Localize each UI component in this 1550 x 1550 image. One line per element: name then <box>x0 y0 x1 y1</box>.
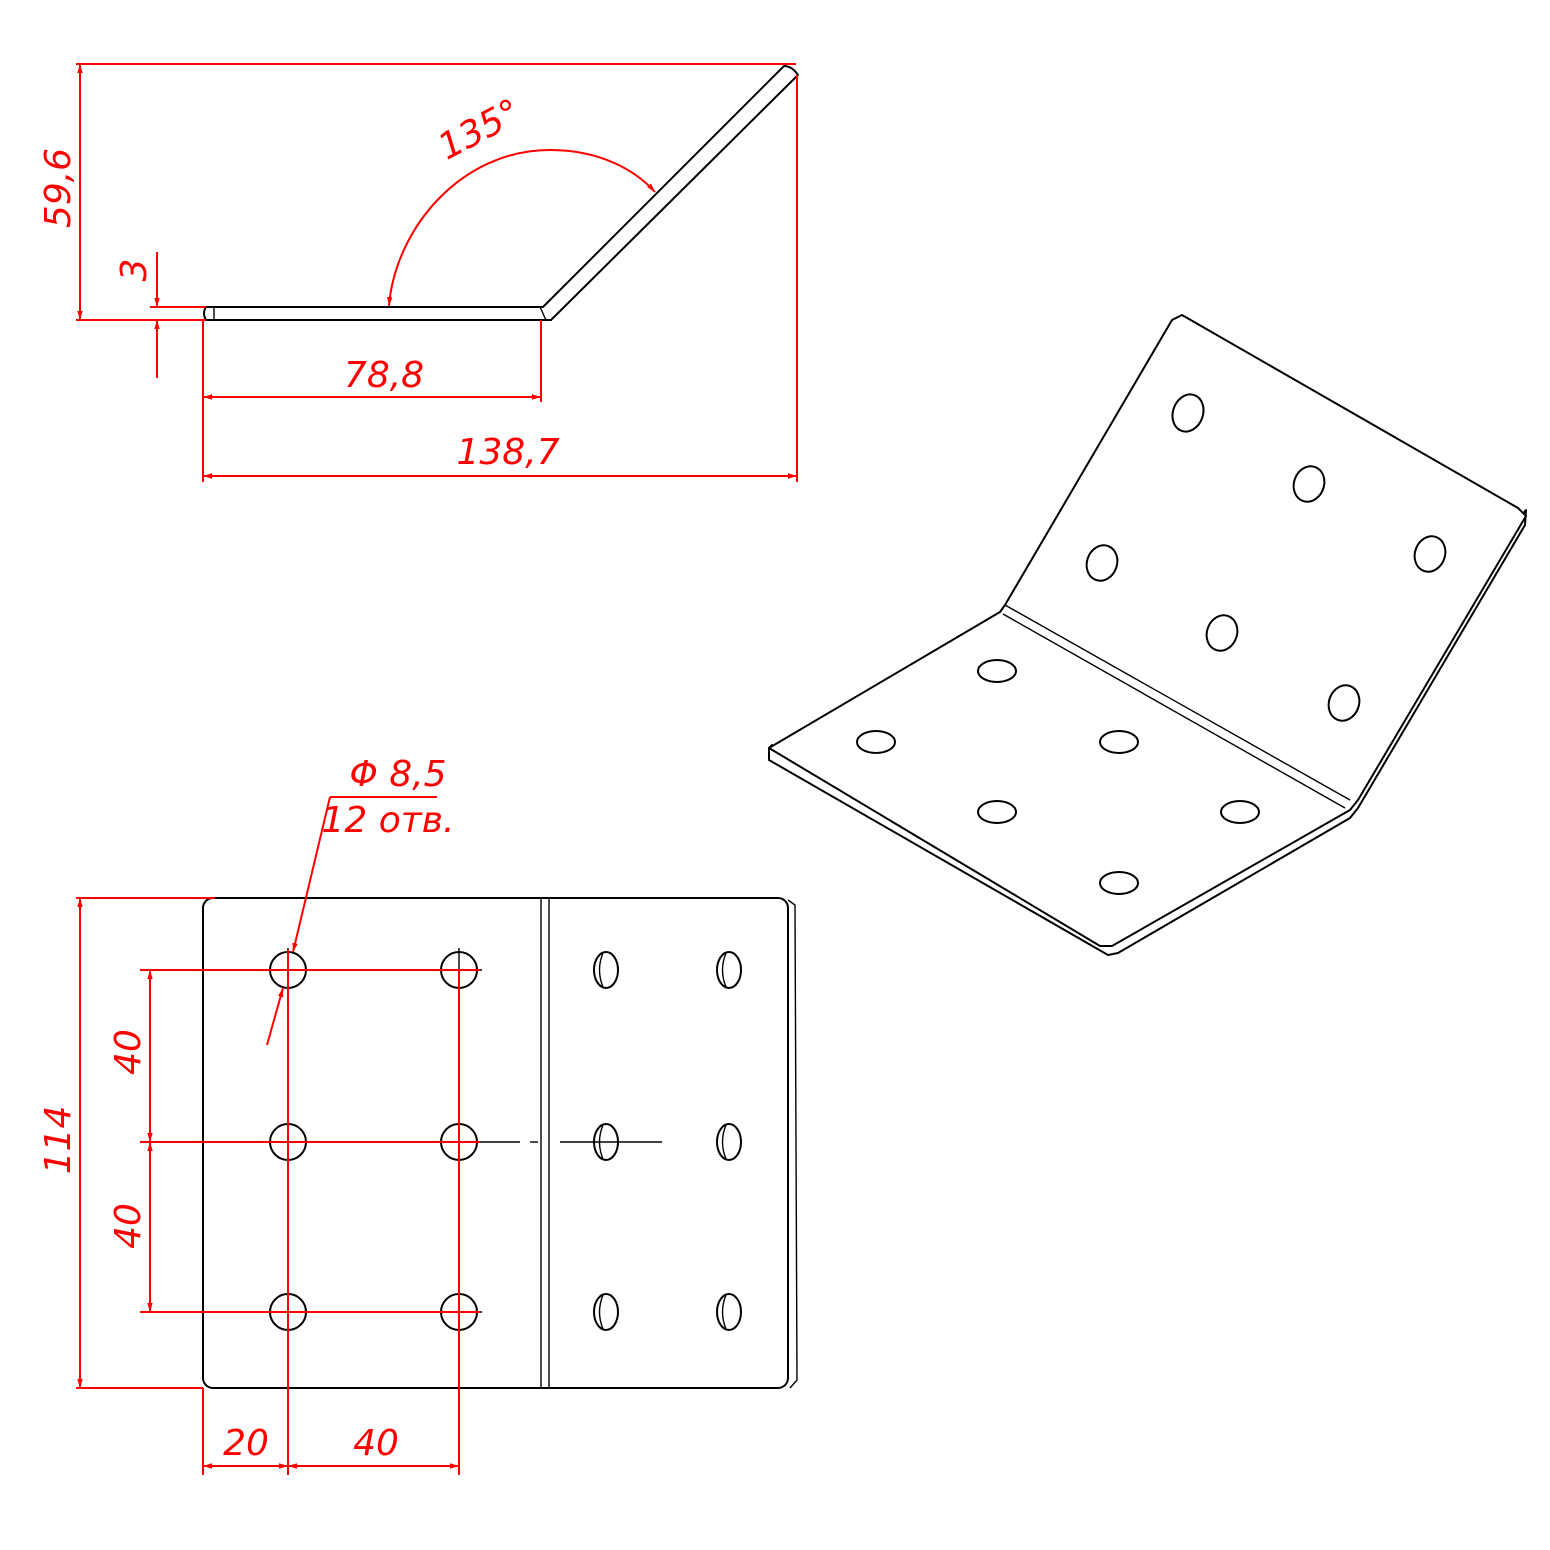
leader-line <box>292 796 331 953</box>
hole-iso-l1 <box>977 659 1017 683</box>
dim-hole-count-label: 12 отв. <box>322 800 455 841</box>
dim-40-v2-label: 40 <box>108 1203 149 1249</box>
hole-f12 <box>716 1293 742 1331</box>
dim-3-label: 3 <box>114 259 155 282</box>
iso-holes-lower <box>856 659 1260 895</box>
hole-f10 <box>716 1123 742 1161</box>
hole-iso-u5 <box>1205 614 1239 652</box>
dim-20-label: 20 <box>223 1423 269 1464</box>
hole-iso-l5 <box>1220 800 1260 824</box>
leader-line-lower <box>266 987 284 1046</box>
hole-f7-inner <box>598 952 604 988</box>
iso-top-surface <box>768 314 1527 947</box>
hole-iso-u1 <box>1171 393 1205 433</box>
hole-f11 <box>593 1293 619 1331</box>
isometric-view <box>768 314 1527 956</box>
hole-f7 <box>593 951 619 989</box>
hole-f10-inner <box>721 1124 727 1160</box>
dim-40-v1-label: 40 <box>108 1029 149 1075</box>
hole-f8 <box>716 951 742 989</box>
hole-f9 <box>593 1123 619 1161</box>
hole-iso-u6 <box>1327 684 1361 722</box>
side-view-bend-mark <box>539 306 547 321</box>
hole-f8-inner <box>721 952 727 988</box>
hole-iso-u2 <box>1292 465 1326 503</box>
hole-f9-inner <box>598 1124 604 1160</box>
dim-40-h-label: 40 <box>353 1423 399 1464</box>
hole-iso-l3 <box>1099 730 1139 754</box>
front-holes-oval <box>593 951 742 1331</box>
dim-59-6-label: 59,6 <box>38 148 79 228</box>
side-view: 59,6 3 135° 78,8 138,7 <box>38 63 799 482</box>
front-view: Φ 8,5 12 отв. 114 40 40 20 40 <box>38 754 798 1475</box>
hole-iso-u3 <box>1413 535 1447 573</box>
dim-diameter-label: Φ 8,5 <box>349 754 446 795</box>
hole-iso-l2 <box>856 730 896 754</box>
iso-holes-upper <box>1085 393 1447 722</box>
iso-bend-line <box>1004 604 1351 801</box>
dim-114-label: 114 <box>38 1106 79 1175</box>
hole-iso-l6 <box>1099 871 1139 895</box>
iso-bend-line-2 <box>1002 613 1346 809</box>
front-view-thickness-edge <box>787 899 798 1389</box>
hole-iso-l4 <box>977 800 1017 824</box>
hole-f12-inner <box>721 1294 727 1330</box>
hole-f11-inner <box>598 1294 604 1330</box>
dim-135-arc <box>387 148 656 307</box>
dim-135-label: 135° <box>432 91 528 168</box>
hole-iso-u4 <box>1085 544 1119 582</box>
dim-138-7-label: 138,7 <box>456 432 559 473</box>
dim-78-8-label: 78,8 <box>344 355 424 396</box>
